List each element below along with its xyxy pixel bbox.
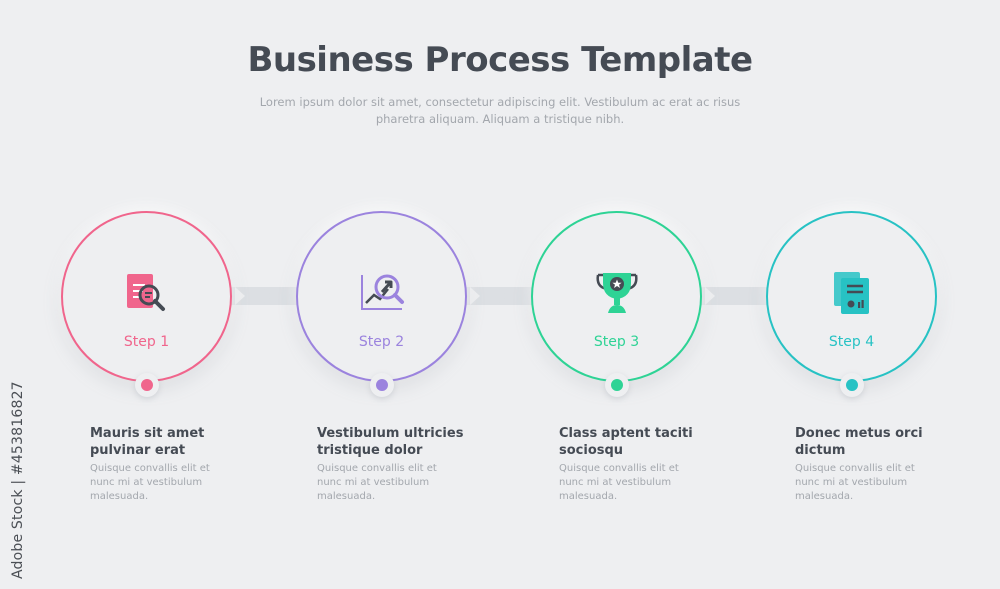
- step-marker: [604, 373, 629, 397]
- chevron-right-icon: [705, 287, 715, 305]
- step-dot: [845, 379, 858, 391]
- growth-analysis-icon: [354, 265, 410, 321]
- step-description-2: Vestibulum ultricies tristique dolor Qui…: [317, 425, 482, 504]
- step-text: Quisque convallis elit et nunc mi at ves…: [317, 463, 437, 502]
- step-marker: [134, 373, 159, 397]
- step-marker: [839, 373, 864, 397]
- step-title: Class aptent taciti sociosqu: [559, 426, 693, 458]
- step-title: Mauris sit amet pulvinar erat: [90, 426, 205, 458]
- step-description-1: Mauris sit amet pulvinar erat Quisque co…: [90, 425, 255, 504]
- step-description-3: Class aptent taciti sociosqu Quisque con…: [559, 425, 724, 504]
- step-circle-2: Step 2: [296, 211, 467, 397]
- chevron-right-icon: [262, 287, 272, 305]
- step-dot: [375, 379, 388, 391]
- step-label: Step 1: [123, 334, 170, 350]
- chevron-right-icon: [235, 287, 245, 305]
- step-dot: [140, 379, 153, 391]
- step-circle-3: Step 3: [531, 211, 702, 397]
- step-label: Step 3: [593, 334, 640, 350]
- step-circle-1: Step 1: [61, 211, 232, 397]
- step-text: Quisque convallis elit et nunc mi at ves…: [90, 463, 210, 502]
- chevron-right-icon: [732, 287, 742, 305]
- trophy-icon: [589, 265, 645, 321]
- step-label: Step 2: [358, 334, 405, 350]
- page-subtitle: Lorem ipsum dolor sit amet, consectetur …: [259, 95, 741, 126]
- step-description-4: Donec metus orci dictum Quisque convalli…: [795, 425, 960, 504]
- step-marker: [369, 373, 394, 397]
- step-text: Quisque convallis elit et nunc mi at ves…: [559, 463, 679, 502]
- step-title: Donec metus orci dictum: [795, 426, 923, 458]
- document-search-icon: [119, 265, 175, 321]
- step-circle-4: Step 4: [766, 211, 937, 397]
- step-dot: [610, 379, 623, 391]
- page-title: Business Process Template: [247, 40, 753, 80]
- step-title: Vestibulum ultricies tristique dolor: [317, 426, 464, 458]
- step-text: Quisque convallis elit et nunc mi at ves…: [795, 463, 915, 502]
- documents-icon: [824, 265, 880, 321]
- chevron-right-icon: [497, 287, 507, 305]
- chevron-right-icon: [470, 287, 480, 305]
- step-label: Step 4: [828, 334, 875, 350]
- stock-watermark: Adobe Stock | #453816827: [10, 381, 26, 579]
